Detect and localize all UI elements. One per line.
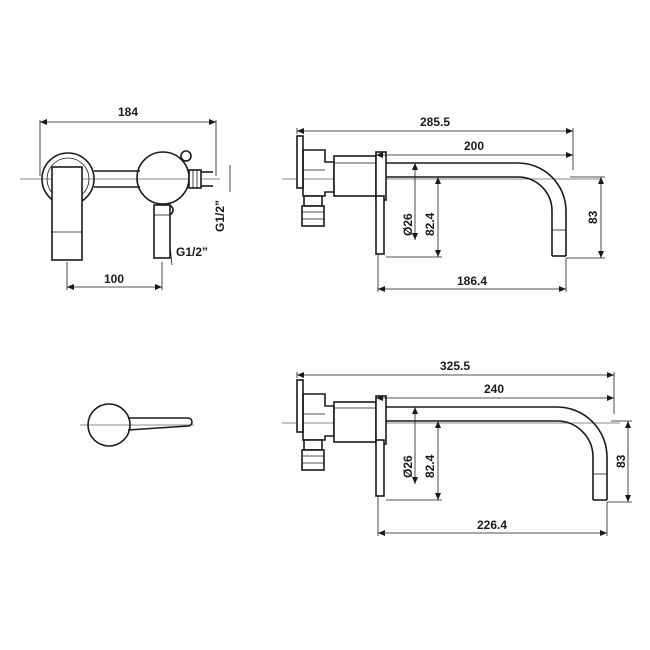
diameter-label: Ø26 [401, 213, 415, 236]
side-view-bottom: 325.5 240 Ø26 82.4 83 226.4 [282, 359, 632, 536]
height-label: 83 [586, 210, 600, 224]
depth-label-bottom: 82.4 [423, 454, 437, 478]
overall-label: 285.5 [420, 115, 450, 129]
front-view-top: 184 100 G1/2” G1/2” [20, 105, 231, 290]
offset-label: 100 [104, 272, 124, 286]
overall-label-bottom: 325.5 [440, 359, 470, 373]
thread-bottom-label: G1/2” [176, 245, 208, 259]
bottom-label-bottom: 226.4 [477, 518, 507, 532]
width-label: 184 [118, 105, 138, 119]
spout-label-bottom: 240 [484, 382, 504, 396]
front-view-bottom [80, 403, 194, 447]
depth-label: 82.4 [423, 212, 437, 236]
bottom-label: 186.4 [457, 274, 487, 288]
thread-vertical-label: G1/2” [213, 200, 227, 232]
diameter-label-bottom: Ø26 [401, 455, 415, 478]
side-view-top: 285.5 200 Ø26 82.4 83 186.4 [282, 115, 605, 292]
spout-label: 200 [464, 139, 484, 153]
height-label-bottom: 83 [614, 454, 628, 468]
